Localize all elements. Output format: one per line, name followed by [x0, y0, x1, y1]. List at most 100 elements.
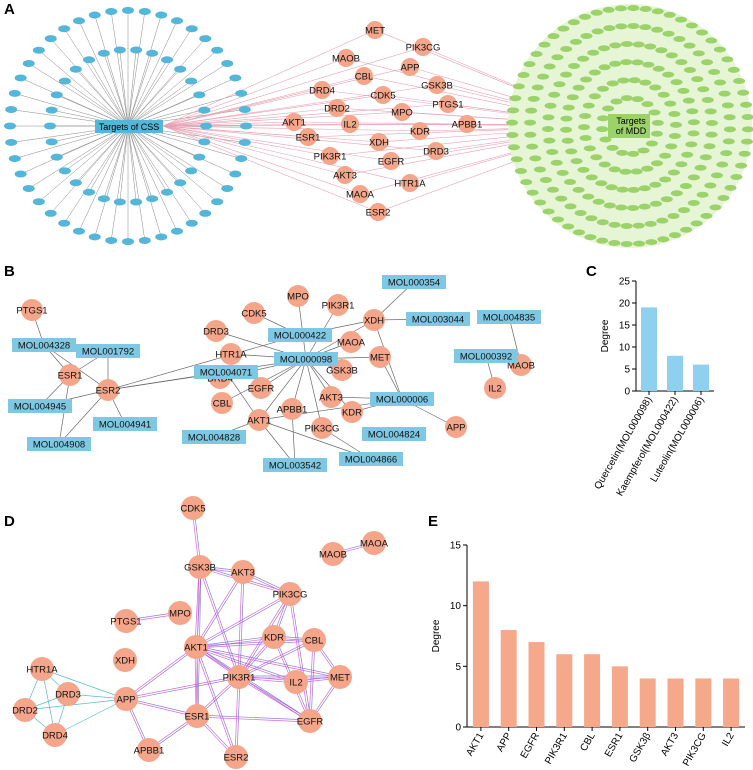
ppi-target-label-akt3: AKT3: [319, 393, 343, 404]
y-tick-label: 5: [624, 365, 630, 376]
css-target-node: [105, 236, 118, 244]
css-target-node: [5, 106, 18, 114]
mdd-target-node: [667, 169, 680, 176]
bar-esr1: [611, 666, 628, 727]
molecule-label-mol004328: MOL004328: [18, 341, 70, 352]
mdd-target-node: [683, 42, 696, 49]
mdd-target-node: [616, 149, 629, 156]
mdd-target-node: [597, 115, 610, 122]
mdd-target-node: [723, 114, 736, 121]
mdd-target-node: [738, 150, 751, 157]
css-hub-label: Targets of CSS: [99, 122, 160, 132]
molecule-label-mol004071: MOL004071: [200, 368, 252, 379]
mdd-target-node: [628, 77, 641, 84]
mdd-target-node: [566, 94, 579, 101]
css-target-node: [58, 25, 71, 33]
css-target-node: [161, 188, 173, 196]
mdd-target-node: [567, 19, 580, 26]
css-target-node: [32, 198, 45, 206]
y-axis-label: Degree: [431, 619, 442, 652]
mdd-target-node: [683, 67, 696, 74]
css-target-node: [88, 11, 101, 19]
common-target-node-pik3cg: [414, 38, 432, 56]
css-target-node: [72, 17, 85, 25]
mdd-target-node: [657, 236, 670, 243]
mdd-target-node: [547, 33, 560, 40]
mdd-target-node: [675, 59, 688, 66]
css-target-node: [211, 198, 224, 206]
css-target-node: [122, 238, 134, 246]
ppi-target-node-apbb1: [281, 398, 303, 420]
string-label-met: MET: [330, 673, 350, 684]
mdd-target-node: [665, 143, 678, 150]
mdd-target-node: [527, 95, 540, 102]
common-target-label-cdk5: CDK5: [370, 91, 395, 102]
mdd-target-node: [627, 5, 640, 12]
string-node-akt1: [184, 635, 208, 659]
mdd-target-node: [609, 42, 622, 49]
mdd-target-node: [591, 28, 604, 35]
css-target-node: [185, 25, 198, 33]
css-target-node: [72, 227, 85, 235]
molecule-node-mol000098: [274, 352, 338, 366]
x-tick-label-esr1: ESR1: [603, 731, 626, 760]
string-node-pik3cg: [278, 582, 302, 606]
ppi-target-node-egfr: [250, 377, 272, 399]
css-target-node: [58, 167, 71, 175]
mdd-target-node: [675, 161, 688, 168]
css-target-node: [113, 198, 126, 206]
mdd-target-node: [580, 76, 593, 83]
mdd-target-node: [606, 80, 619, 87]
molecule-node-mol004941: [93, 417, 157, 431]
molecule-node-mol004908: [27, 437, 91, 451]
mdd-target-node: [701, 97, 714, 104]
ppi-target-node-met: [369, 346, 391, 368]
mdd-target-node: [620, 222, 633, 229]
molecule-node-mol004866: [339, 452, 403, 466]
ppi-target-label-maoa: MAOA: [337, 338, 366, 349]
mdd-target-node: [679, 182, 692, 189]
css-target-node: [45, 138, 58, 146]
mdd-target-node: [609, 60, 622, 67]
mdd-target-node: [737, 89, 750, 96]
mdd-target-node: [564, 178, 577, 185]
common-target-node-esr2: [369, 203, 387, 221]
css-target-node: [235, 155, 248, 163]
string-label-drd4: DRD4: [42, 731, 68, 742]
css-target-node: [185, 167, 198, 175]
common-target-label-akt3: AKT3: [333, 171, 357, 182]
mdd-target-node: [701, 59, 714, 66]
mdd-target-node: [632, 41, 645, 48]
css-target-node: [229, 170, 242, 178]
mdd-target-node: [685, 141, 698, 148]
mdd-target-node: [587, 49, 600, 56]
mdd-target-node: [668, 110, 681, 117]
string-node-esr1: [185, 704, 209, 728]
mdd-target-node: [550, 159, 563, 166]
y-tick-label: 0: [455, 723, 461, 734]
mdd-target-node: [655, 47, 668, 54]
mdd-target-node: [664, 100, 677, 107]
ppi-target-label-pik3r1: PIK3R1: [322, 301, 355, 312]
string-label-drd2: DRD2: [12, 706, 38, 717]
mdd-target-node: [537, 73, 550, 80]
mdd-target-node: [520, 179, 533, 186]
common-target-label-app: APP: [400, 63, 419, 74]
x-tick-label-cbl: CBL: [578, 731, 597, 754]
mdd-target-node: [506, 119, 519, 126]
string-node-app: [114, 687, 138, 711]
mdd-target-node: [631, 96, 644, 103]
string-node-htr1a: [30, 657, 54, 681]
degree-chart-compounds: 0510152025DegreeQuercetin(MOL000098)Kaem…: [593, 277, 714, 498]
mdd-target-node: [682, 97, 695, 104]
common-target-label-met: MET: [365, 26, 385, 37]
common-target-label-kdr: KDR: [410, 127, 430, 138]
common-target-label-xdh: XDH: [369, 138, 389, 149]
mdd-target-node: [631, 59, 644, 66]
common-target-node-gsk3b: [428, 76, 446, 94]
molecule-node-mol004328: [12, 338, 76, 352]
mdd-target-node: [718, 90, 731, 97]
string-label-egfr: EGFR: [297, 717, 324, 728]
mdd-target-node: [570, 158, 583, 165]
mdd-target-node: [638, 185, 651, 192]
